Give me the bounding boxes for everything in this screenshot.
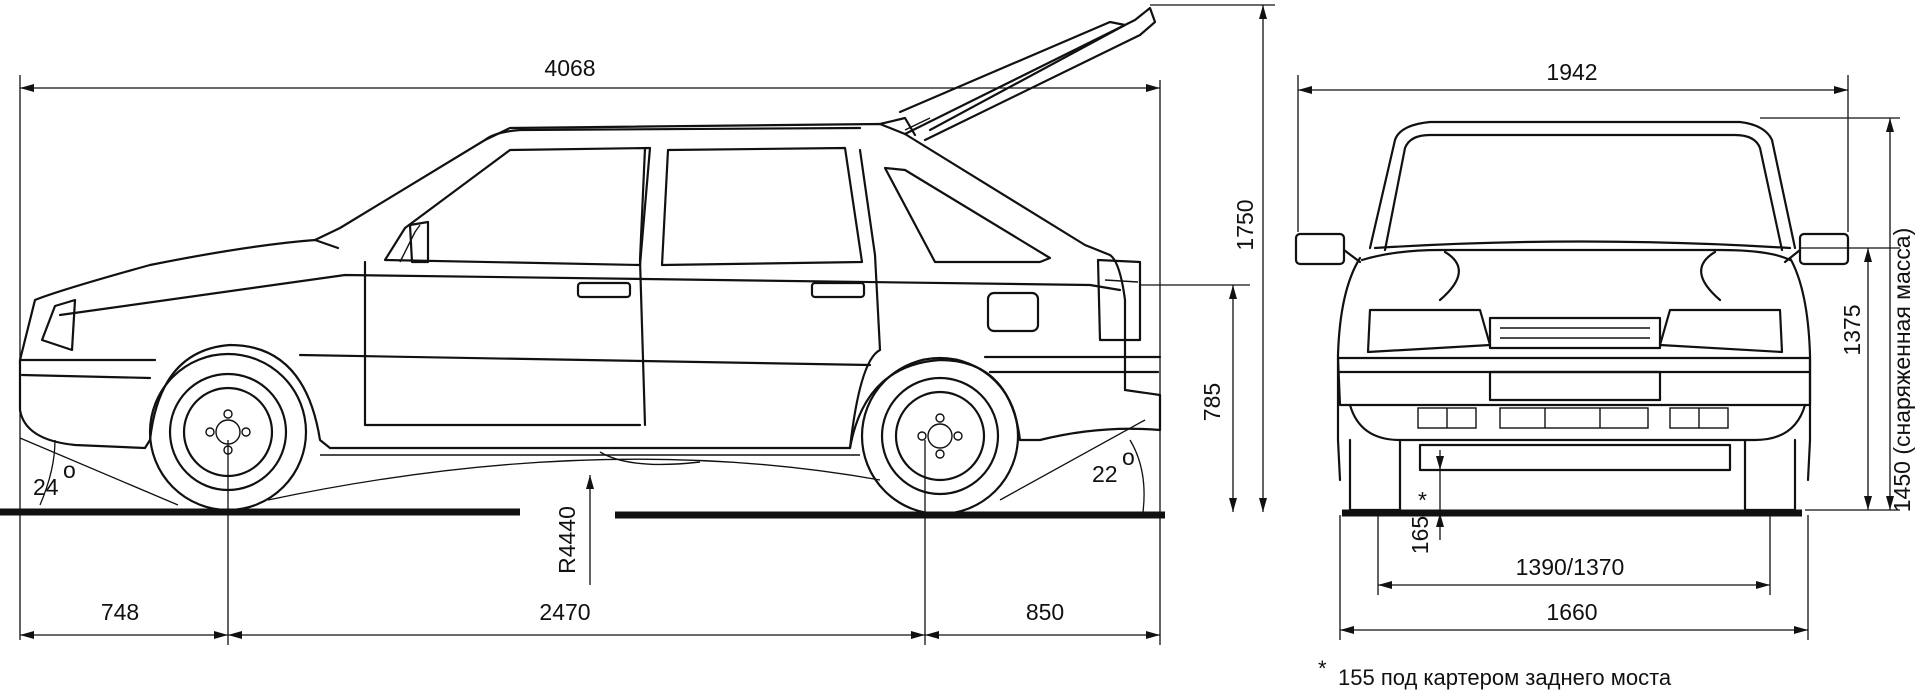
footnote-mark: * (1318, 656, 1327, 681)
rear-height-label: 785 (1199, 383, 1225, 421)
approach-degree-symbol: o (63, 457, 76, 483)
track-label: 1390/1370 (1516, 554, 1625, 580)
footnote-text: 155 под картером заднего моста (1338, 665, 1672, 690)
approach-angle-label: 24 (33, 474, 59, 500)
ramp-arc (267, 458, 881, 501)
ground-clearance-mark: * (1418, 487, 1427, 513)
departure-angle-line (999, 419, 1146, 501)
wheelbase-label: 2470 (539, 599, 590, 625)
rear-wheel (860, 356, 1020, 516)
overall-length-label: 4068 (544, 55, 595, 81)
side-view-car (18, 6, 1162, 466)
rear-overhang-label: 850 (1026, 599, 1064, 625)
front-overhang-label: 748 (101, 599, 139, 625)
height-1375-label: 1375 (1839, 304, 1865, 355)
overall-width-label: 1660 (1546, 599, 1597, 625)
ground-clearance-label: 165 (1407, 516, 1433, 554)
ramp-radius-label: R4440 (554, 506, 580, 574)
mirror-width-label: 1942 (1546, 59, 1597, 85)
departure-angle-label: 22 (1092, 461, 1118, 487)
approach-angle-arc (39, 439, 56, 506)
overall-height-label: 1750 (1232, 199, 1258, 250)
departure-degree-symbol: o (1122, 444, 1135, 470)
approach-angle-line (19, 437, 179, 506)
departure-angle-arc (1129, 439, 1145, 513)
front-view-car (1294, 120, 1850, 512)
height-curb-mass-label: 1450 (снаряженная масса) (1889, 228, 1915, 512)
